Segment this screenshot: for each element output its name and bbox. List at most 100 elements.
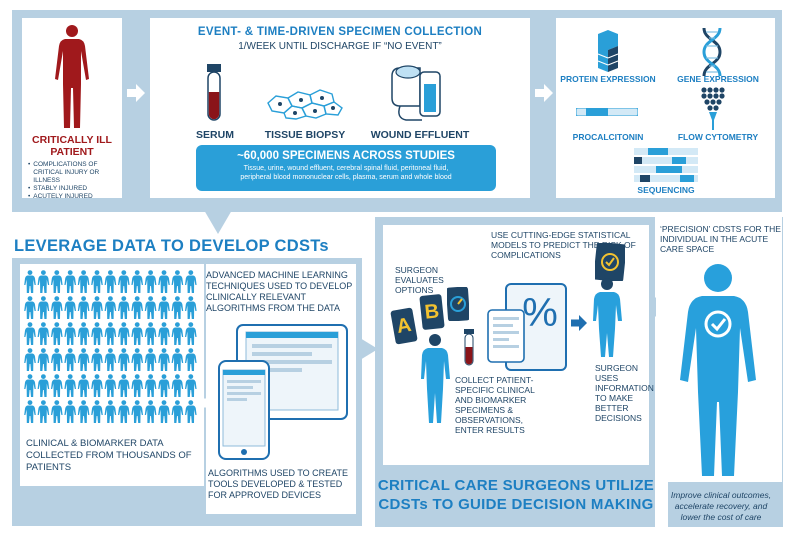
person-icon: [118, 348, 130, 371]
person-icon: [91, 400, 103, 423]
phone-icon: [218, 360, 270, 460]
person-icon: [51, 322, 63, 345]
decision-screen-icon: [595, 243, 625, 281]
person-icon: [24, 296, 36, 319]
person-icon: [185, 296, 197, 319]
arrow-right-icon: [571, 315, 587, 331]
person-icon: [77, 400, 90, 423]
person-icon: [131, 374, 143, 397]
algorithms-text: ALGORITHMS USED TO CREATE TOOLS DEVELOPE…: [208, 468, 349, 500]
specimens-line1: Tissue, urine, wound effluent, cerebral …: [243, 165, 449, 172]
person-icon: [24, 322, 36, 345]
person-icon: [64, 348, 76, 371]
person-icon: [158, 296, 170, 319]
person-icon: [91, 322, 103, 345]
blood-tube-icon: [464, 329, 474, 366]
person-icon: [37, 322, 50, 345]
person-icon: [64, 400, 76, 423]
person-icon: [171, 322, 184, 345]
person-icon: [144, 270, 157, 293]
collection-item-tissue-biopsy: TISSUE BIOPSY: [264, 129, 346, 141]
person-icon: [104, 322, 117, 345]
machine-learning-text: ADVANCED MACHINE LEARNING TECHNIQUES USE…: [206, 270, 353, 313]
person-icon: [24, 270, 36, 293]
person-icon: [104, 348, 117, 371]
person-icon: [131, 270, 143, 293]
person-icon: [171, 270, 184, 293]
person-icon: [185, 322, 197, 345]
person-icon: [131, 322, 143, 345]
person-icon: [158, 322, 170, 345]
arrow-down-icon: [204, 210, 232, 234]
person-icon: [171, 374, 184, 397]
specimens-title: ~60,000 SPECIMENS ACROSS STUDIES: [237, 150, 455, 162]
collect-specimens-text: COLLECT PATIENT-SPECIFIC CLINICAL AND BI…: [455, 375, 535, 435]
collection-item-wound-effluent: WOUND EFFLUENT: [370, 129, 470, 141]
option-card-a: A: [390, 307, 418, 345]
patient-blue-figure-icon: [680, 264, 756, 476]
list-item: •STABLY INJURED: [28, 185, 88, 192]
gauge-icon: [447, 287, 469, 321]
procalcitonin-label: PROCALCITONIN: [572, 132, 644, 142]
person-icon: [171, 296, 184, 319]
flow-cytometry-label: FLOW CYTOMETRY: [677, 132, 759, 142]
patient-crowd-icon: [24, 270, 200, 426]
arrow-right-icon: [360, 338, 378, 360]
serum-tube-icon: [207, 64, 221, 121]
dna-icon: [702, 27, 722, 76]
person-icon: [77, 296, 90, 319]
surgeon-evaluates-text: SURGEON EVALUATES OPTIONS: [395, 265, 444, 295]
percent-value: %: [522, 291, 558, 335]
data-collected-text: CLINICAL & BIOMARKER DATA COLLECTED FROM…: [26, 438, 192, 473]
person-icon: [37, 296, 50, 319]
person-icon: [51, 296, 63, 319]
surgeon-figure-icon: [421, 334, 450, 423]
person-icon: [91, 270, 103, 293]
person-icon: [118, 374, 130, 397]
person-icon: [91, 374, 103, 397]
person-icon: [77, 348, 90, 371]
tissue-biopsy-icon: [267, 89, 343, 120]
person-icon: [24, 348, 36, 371]
algorithm-panel: ADVANCED MACHINE LEARNING TECHNIQUES USE…: [206, 264, 356, 514]
patient-crowd-grid: [24, 270, 197, 423]
person-icon: [131, 348, 143, 371]
specimens-line2: peripheral blood mononuclear cells, plas…: [240, 174, 452, 181]
person-icon: [171, 400, 184, 423]
patient-panel: CRITICALLY ILL PATIENT •COMPLICATIONS OF…: [22, 18, 122, 201]
gene-expression-label: GENE EXPRESSION: [677, 74, 759, 84]
person-icon: [51, 270, 63, 293]
person-icon: [24, 374, 36, 397]
wound-effluent-icon: [391, 65, 441, 121]
form-screen-icon: [487, 309, 525, 363]
person-icon: [51, 400, 63, 423]
precision-text: ‘PRECISION’ CDSTS FOR THE INDIVIDUAL IN …: [660, 224, 781, 254]
person-icon: [144, 400, 157, 423]
protein-expression-icon: [597, 30, 619, 72]
person-icon: [171, 348, 184, 371]
person-icon: [91, 348, 103, 371]
person-icon: [77, 322, 90, 345]
person-icon: [144, 374, 157, 397]
person-icon: [185, 374, 197, 397]
patient-title: CRITICALLY ILL PATIENT: [32, 134, 112, 158]
leverage-panel: CLINICAL & BIOMARKER DATA COLLECTED FROM…: [20, 264, 204, 486]
leverage-title: LEVERAGE DATA TO DEVELOP CDSTs: [14, 237, 329, 255]
person-icon: [91, 296, 103, 319]
person-icon: [118, 270, 130, 293]
option-card-b: B: [419, 293, 445, 331]
person-icon: [64, 296, 76, 319]
person-icon: [64, 322, 76, 345]
list-item: •COMPLICATIONS OF CRITICAL INJURY OR ILL…: [28, 161, 100, 184]
statistical-models-text: USE CUTTING-EDGE STATISTICAL MODELS TO P…: [491, 230, 636, 260]
critical-panel: USE CUTTING-EDGE STATISTICAL MODELS TO P…: [383, 225, 654, 465]
specimens-box: ~60,000 SPECIMENS ACROSS STUDIES Tissue,…: [196, 145, 496, 191]
collection-panel: EVENT- & TIME-DRIVEN SPECIMEN COLLECTION…: [150, 18, 530, 198]
patient-red-figure-icon: [55, 25, 89, 128]
analysis-panel: PROTEIN EXPRESSION GENE EXPRESSION PROCA…: [556, 18, 775, 198]
person-icon: [185, 400, 197, 423]
person-icon: [158, 374, 170, 397]
person-icon: [37, 270, 50, 293]
patient-bullets: •COMPLICATIONS OF CRITICAL INJURY OR ILL…: [28, 161, 120, 201]
person-icon: [118, 296, 130, 319]
